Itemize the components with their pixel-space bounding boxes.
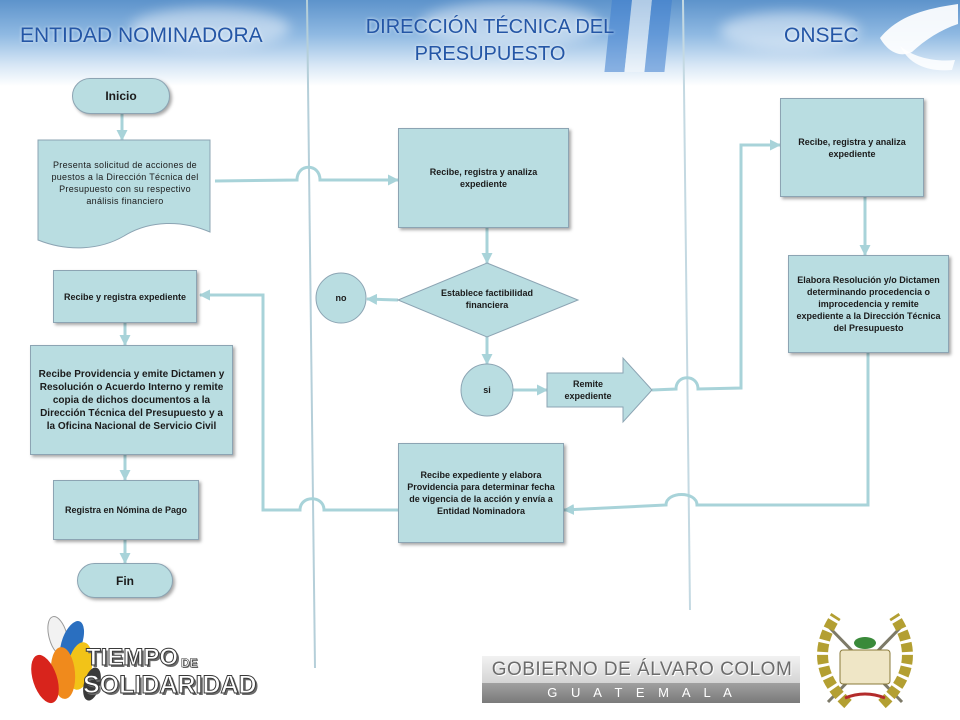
si-label: si (483, 385, 491, 395)
no-connector-circle (315, 272, 367, 324)
onsec-resolution-box: Elabora Resolución y/o Dictamen determin… (788, 255, 949, 353)
cloud (420, 2, 600, 47)
decision-text: Establece factibilidad financiera (440, 288, 534, 310)
solidarity-logo-word1: TIEMPO (85, 644, 179, 672)
decision-diamond (396, 262, 580, 338)
receive-register-box: Recibe y registra expediente (53, 270, 197, 323)
connector-decision-to-no (366, 293, 399, 305)
flag-decoration (604, 0, 672, 72)
no-label: no (335, 293, 347, 303)
request-document-text: Presenta solicitud de acciones de puesto… (51, 160, 199, 206)
request-document-shape (37, 139, 211, 249)
payroll-box: Registra en Nómina de Pago (53, 480, 199, 540)
si-connector-circle (460, 363, 514, 417)
remite-arrow-shape (546, 356, 653, 424)
cloud (130, 8, 290, 48)
coat-of-arms-icon (817, 612, 913, 709)
government-logo-country: G U A T E M A L A (547, 685, 737, 700)
connector-request-to-analyze (214, 165, 399, 186)
receive-providence-box: Recibe Providencia y emite Dictamen y Re… (30, 345, 233, 455)
end-terminal: Fin (77, 563, 173, 598)
government-logo-title: GOBIERNO DE ÁLVARO COLOM (491, 659, 793, 680)
cloud (720, 12, 860, 50)
remite-text: Remite expediente (564, 379, 612, 401)
connector-providence-to-entidad (199, 289, 398, 512)
government-logo-band (482, 656, 800, 683)
dtp-receive-analyze-box: Recibe, registra y analiza expediente (398, 128, 569, 228)
solidarity-logo-word3: SOLIDARIDAD (83, 671, 258, 700)
lane-divider-left (306, 0, 316, 669)
lane-title-onsec: ONSEC (784, 24, 859, 47)
government-logo-band-dark (482, 683, 800, 703)
hands-logo-icon (31, 616, 101, 704)
start-terminal: Inicio (72, 78, 170, 114)
connector-remite-to-onsec (651, 139, 781, 392)
dtp-receive-elaborate-box: Recibe expediente y elabora Providencia … (398, 443, 564, 543)
solidarity-logo-word2: DE (181, 656, 198, 671)
lane-title-direccion: DIRECCIÓN TÉCNICA DEL PRESUPUESTO (365, 16, 615, 65)
dove-decoration (880, 4, 958, 71)
lane-divider-right (682, 0, 691, 611)
lane-title-entidad: ENTIDAD NOMINADORA (20, 24, 263, 47)
sky-banner (0, 0, 960, 86)
connector-resolution-to-providence (563, 353, 870, 516)
onsec-receive-analyze-box: Recibe, registra y analiza expediente (780, 98, 924, 197)
